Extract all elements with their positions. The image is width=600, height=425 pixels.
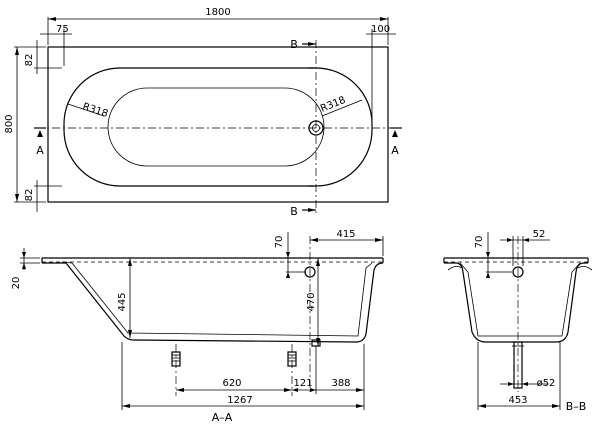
dim-d52: ø52 [537, 378, 556, 389]
arrowhead [380, 17, 388, 21]
rim-curl-right [577, 266, 593, 271]
dim-453: 453 [508, 395, 527, 406]
dim-620: 620 [222, 378, 241, 389]
arrowhead [22, 252, 26, 258]
section-bb-view: 70 52 ø52 453 B–B [443, 229, 593, 413]
arrowhead [286, 272, 290, 278]
dim-70: 70 [274, 236, 285, 249]
tub-outline [47, 46, 389, 203]
dim-70-bb: 70 [474, 236, 485, 249]
arrowhead [310, 388, 316, 392]
arrowhead [356, 404, 364, 408]
arrowhead [308, 208, 316, 212]
arrowhead [292, 388, 298, 392]
dim-415: 415 [336, 229, 355, 240]
arrowhead [22, 263, 26, 269]
arrowhead [316, 258, 320, 266]
leader-r318-right [321, 99, 363, 117]
drain-circle [308, 120, 324, 136]
dim-445: 445 [117, 292, 128, 311]
arrowhead [375, 238, 383, 242]
dim-1267: 1267 [227, 395, 252, 406]
overflow-circle [512, 266, 524, 278]
arrowhead [507, 238, 513, 242]
arrowhead [176, 388, 184, 392]
section-b-label-bottom: B [290, 205, 298, 218]
dim-r318-left: R318 [81, 101, 109, 120]
section-b-label-top: B [290, 38, 298, 51]
section-aa-view: 20 445 70 415 470 620 121 [11, 229, 384, 424]
arrowhead [486, 272, 490, 278]
floor-outline [107, 87, 325, 167]
arrowhead [310, 238, 318, 242]
arrowhead [308, 42, 316, 46]
arrowhead [122, 404, 130, 408]
arrowhead [486, 252, 490, 258]
rim-curl-left [447, 266, 463, 271]
rim-edge [61, 261, 73, 264]
arrowhead [392, 130, 398, 137]
arrowhead [508, 382, 514, 386]
arrowhead [356, 388, 364, 392]
arrowhead [15, 194, 19, 202]
arrowhead [284, 388, 292, 392]
arrowhead [15, 47, 19, 55]
tub-profile-inner [71, 262, 373, 337]
drain-circle-inner [312, 124, 320, 132]
arrowhead [286, 252, 290, 258]
drain-pipe [513, 341, 523, 389]
section-bb-title: B–B [566, 400, 587, 413]
dim-388: 388 [331, 378, 350, 389]
tub-profile-outer [444, 262, 588, 343]
arrowhead [48, 17, 56, 21]
section-aa-title: A–A [212, 411, 233, 424]
basin-outline [63, 67, 373, 187]
dim-470: 470 [306, 292, 317, 311]
dim-82-bottom: 82 [24, 189, 35, 202]
leader-r318-left [67, 103, 105, 117]
arrowhead [522, 382, 528, 386]
dim-1800: 1800 [205, 7, 230, 18]
dim-121: 121 [293, 378, 312, 389]
arrowhead [316, 338, 320, 346]
top-view: 1800 75 100 800 82 82 R318 R318 A [4, 7, 402, 218]
arrowhead [37, 130, 43, 137]
tub-profile-inner [459, 262, 581, 337]
tub-profile-outer [42, 262, 384, 343]
leg-left [171, 344, 181, 396]
arrowhead [478, 404, 486, 408]
section-a-label-left: A [36, 144, 44, 157]
dim-20: 20 [11, 277, 22, 290]
dim-100: 100 [371, 24, 390, 35]
arrowhead [552, 404, 560, 408]
dim-800: 800 [4, 114, 15, 133]
leg-right [287, 344, 297, 396]
arrowhead [128, 258, 132, 266]
arrowhead [523, 238, 529, 242]
section-a-label-right: A [391, 144, 399, 157]
dim-52: 52 [533, 229, 546, 240]
arrowhead [128, 330, 132, 338]
dim-82-top: 82 [24, 54, 35, 67]
dim-75: 75 [56, 24, 69, 35]
